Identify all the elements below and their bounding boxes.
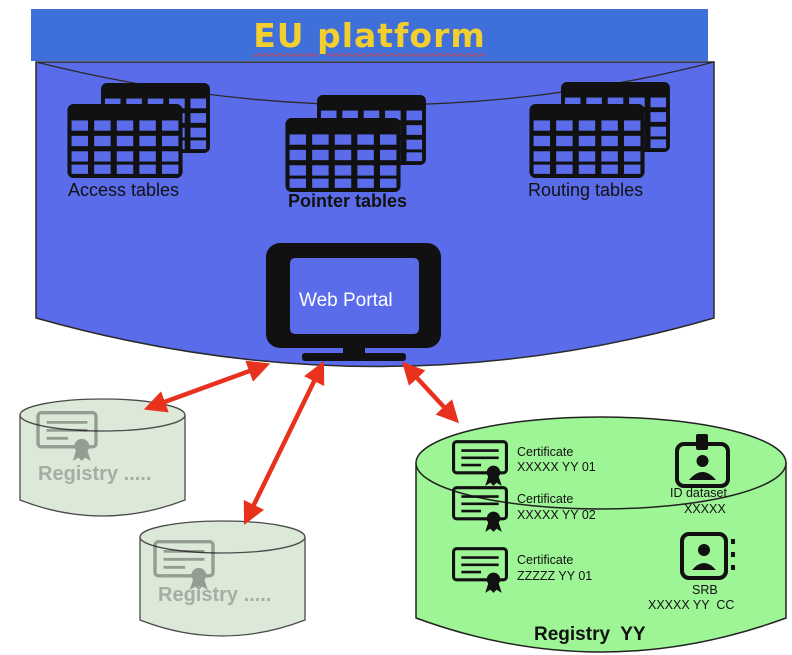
certificate-label: Certificate — [517, 553, 574, 567]
certificate-code: XXXXX YY 02 — [517, 508, 596, 522]
id-dataset-label: ID dataset — [670, 486, 727, 500]
certificate-label: Certificate — [517, 492, 574, 506]
registry-faded-b-cylinder — [139, 520, 306, 637]
double-arrow-icon — [401, 361, 460, 424]
id-badge-icon — [675, 434, 730, 488]
srb-code: XXXXX YY CC — [648, 598, 735, 612]
double-arrow-icon — [243, 360, 325, 526]
registry-faded-a-cylinder — [19, 398, 186, 517]
id-dataset-code: XXXXX — [684, 502, 726, 516]
registry-faded-b-label: Registry ..... — [158, 584, 272, 606]
pointer-tables-label: Pointer tables — [288, 191, 408, 211]
certificate-code: XXXXX YY 01 — [517, 460, 596, 474]
access-tables-label: Access tables — [68, 180, 180, 200]
routing-tables-label: Routing tables — [528, 180, 644, 200]
platform-title: EU platform — [253, 15, 486, 55]
certificate-code: ZZZZZ YY 01 — [517, 569, 593, 583]
platform-banner: EU platform — [31, 9, 708, 61]
srb-label: SRB — [692, 583, 718, 597]
certificate-label: Certificate — [517, 445, 574, 459]
registry-yy-label: Registry YY — [534, 624, 646, 645]
web-portal-label: Web Portal — [299, 290, 393, 311]
double-arrow-icon — [143, 360, 271, 413]
monitor-icon — [266, 243, 441, 361]
registry-faded-a-label: Registry ..... — [38, 463, 152, 485]
registry-yy-cylinder — [415, 416, 787, 653]
person-card-icon — [680, 532, 735, 580]
